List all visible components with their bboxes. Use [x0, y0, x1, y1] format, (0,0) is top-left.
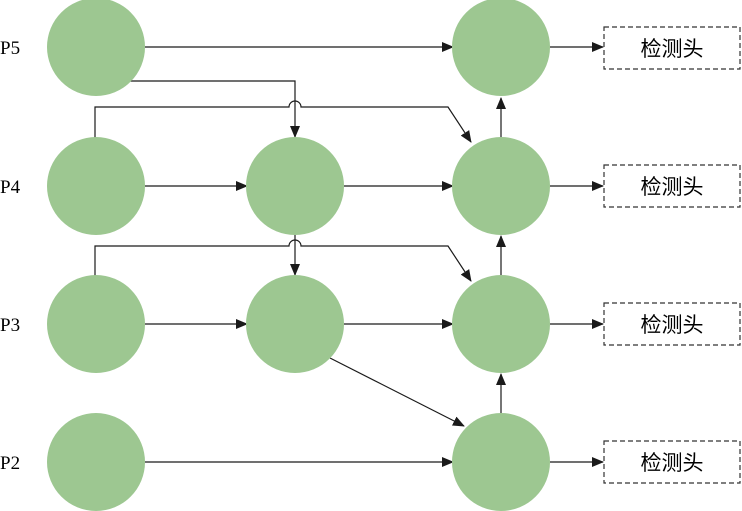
edge-p4-skip-to-out4	[94, 100, 472, 143]
detection-head-label-p3: 检测头	[641, 313, 704, 337]
detection-head-box-p4	[603, 164, 741, 208]
edge-p5-to-mid4	[128, 80, 300, 138]
detection-head-label-p5: 检测头	[641, 37, 704, 61]
level-label-p3: P3	[0, 315, 20, 336]
node-p2-output	[452, 413, 550, 511]
level-label-p2: P2	[0, 453, 20, 474]
detection-head-box-p3	[603, 302, 741, 346]
level-label-p5: P5	[0, 38, 20, 59]
node-p3-intermediate	[246, 275, 344, 373]
node-p5-output	[452, 0, 550, 96]
node-p2-input	[47, 413, 145, 511]
detection-head-label-p4: 检测头	[641, 175, 704, 199]
detection-heads: 检测头 检测头 检测头 检测头	[603, 26, 741, 484]
edges	[94, 42, 604, 467]
node-p4-input	[47, 137, 145, 235]
detection-head-label-p2: 检测头	[641, 451, 704, 475]
edge-p3-skip-to-out3	[94, 239, 472, 282]
node-p3-output	[452, 275, 550, 373]
node-p4-output	[452, 137, 550, 235]
node-p4-intermediate	[246, 137, 344, 235]
detection-head-box-p2	[603, 440, 741, 484]
node-p5-input	[47, 0, 145, 96]
edge-mid3-to-out2	[329, 357, 465, 427]
node-p3-input	[47, 275, 145, 373]
nodes	[47, 0, 550, 511]
detection-head-box-p5	[603, 26, 741, 70]
level-label-p4: P4	[0, 177, 21, 198]
